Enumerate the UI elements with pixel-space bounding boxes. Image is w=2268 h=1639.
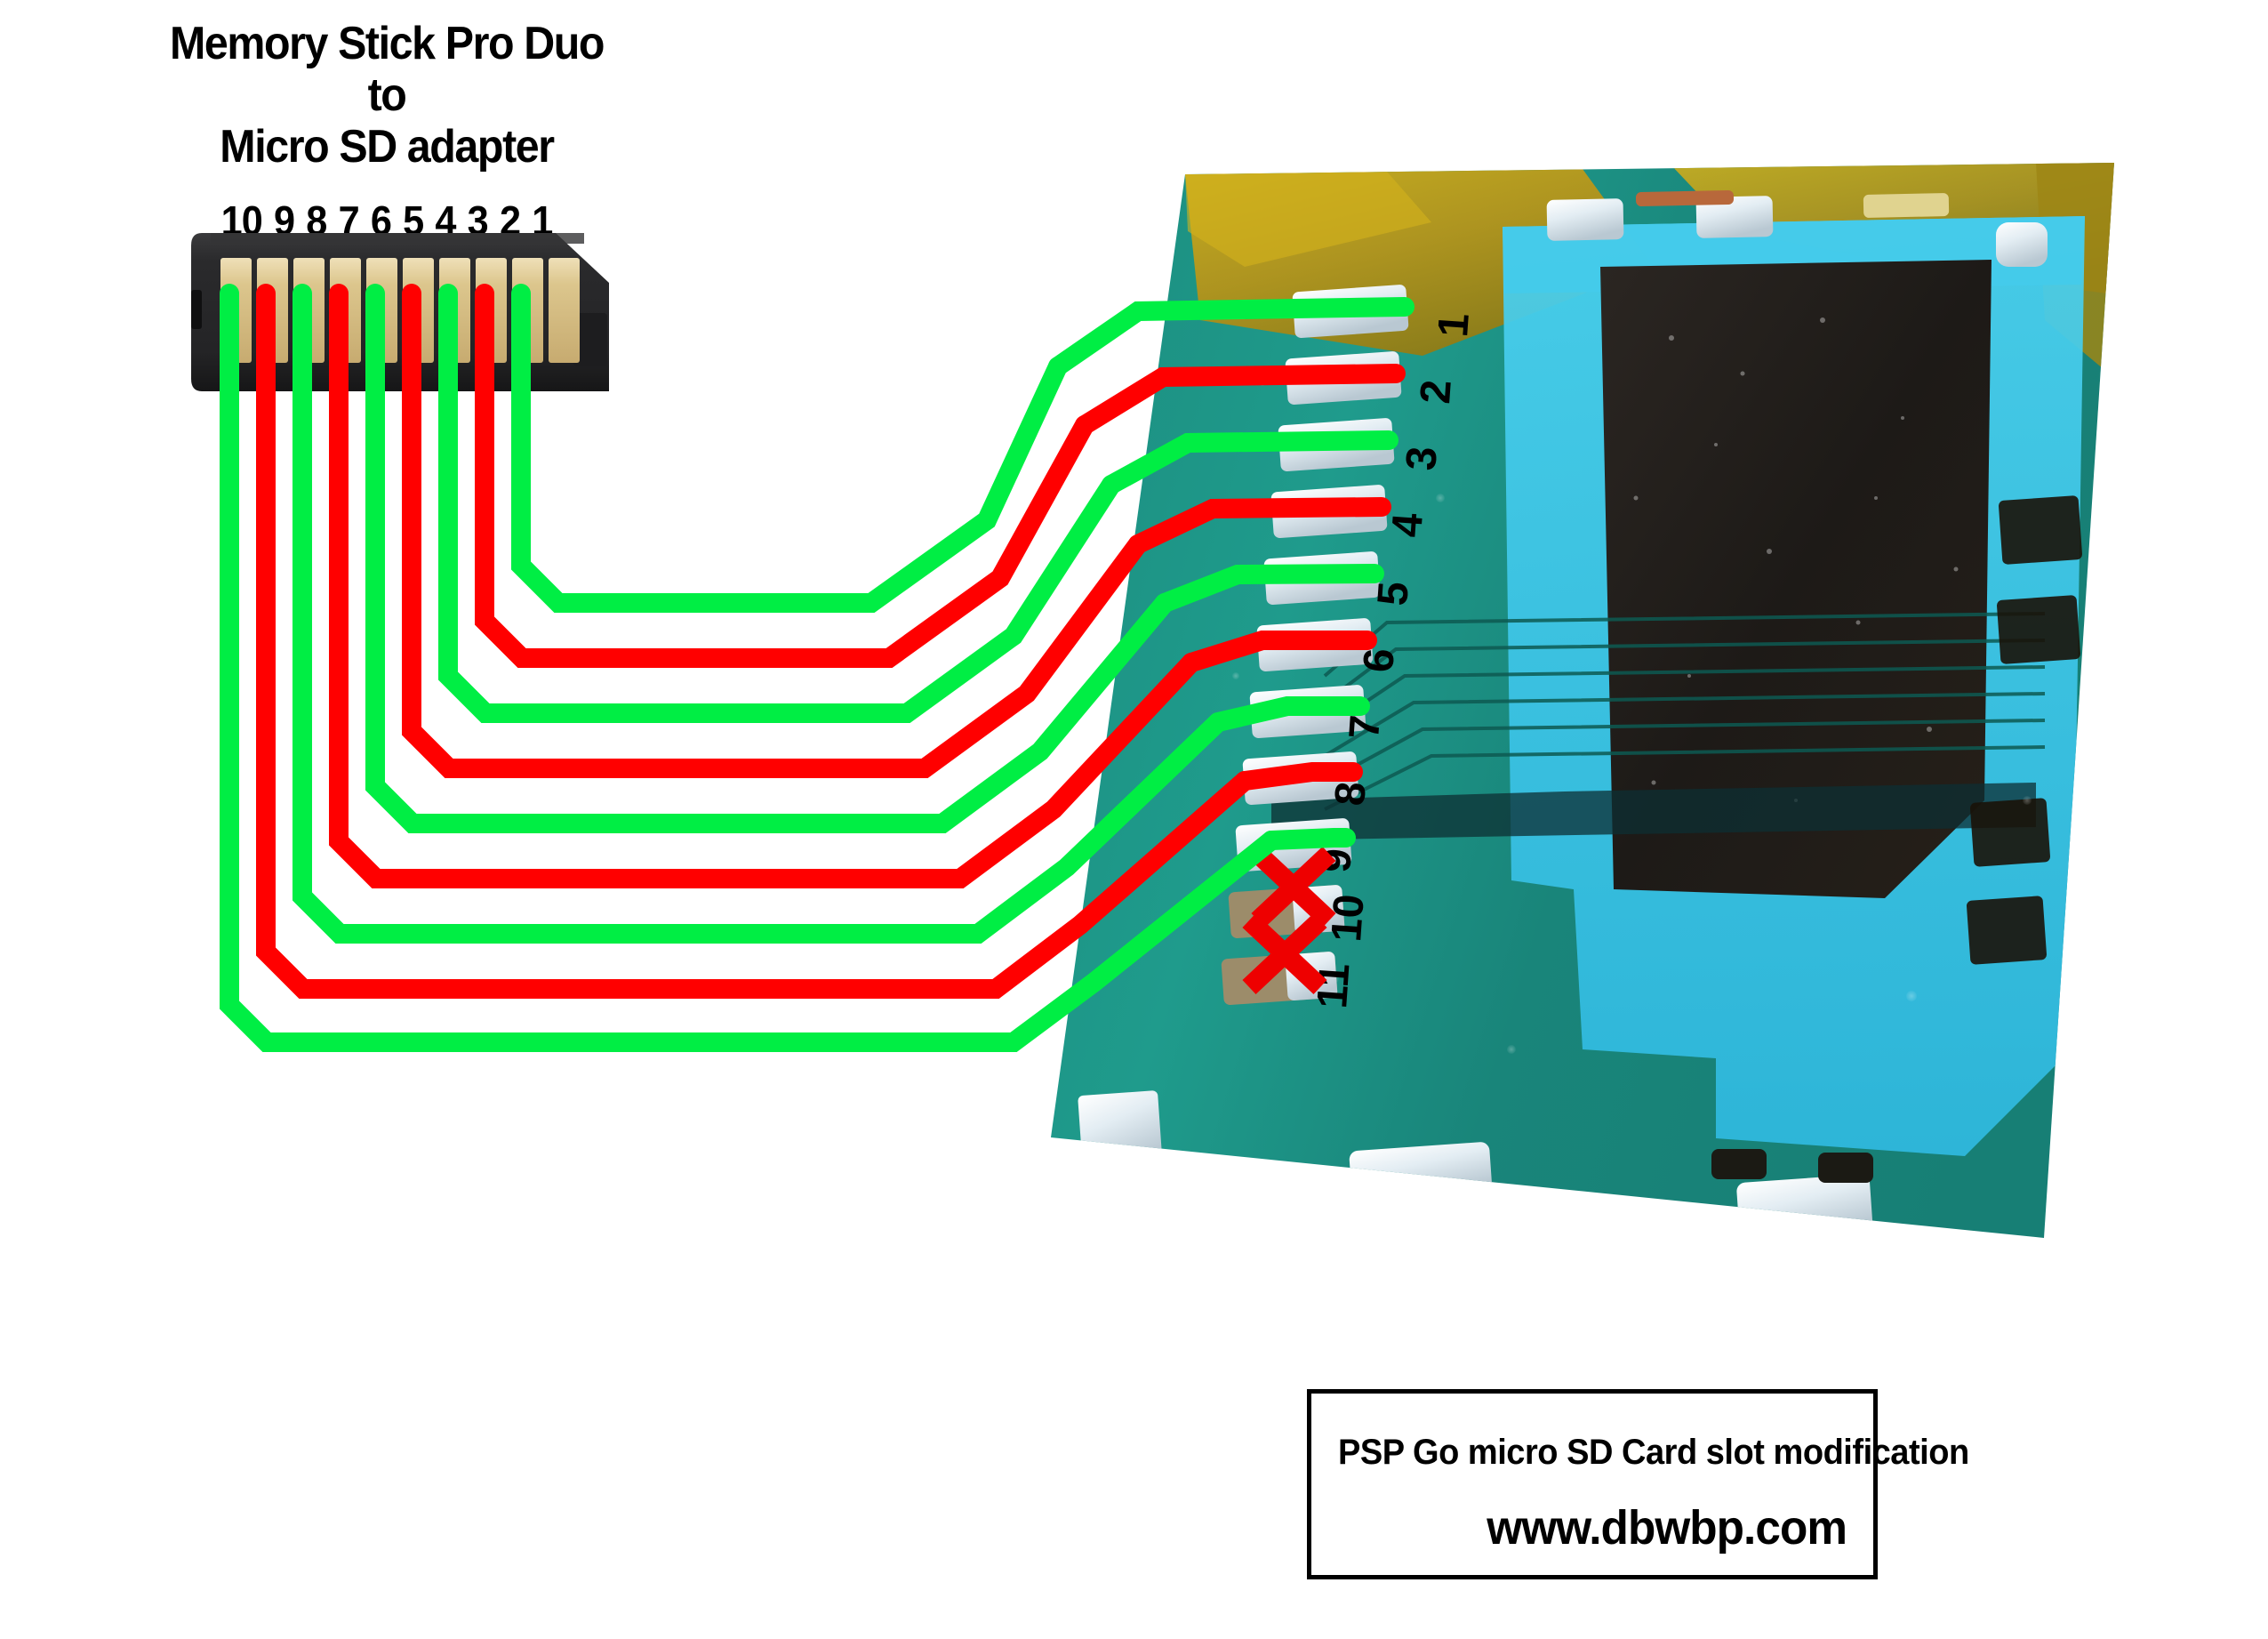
pcb-board — [1051, 163, 2114, 1238]
ic-package — [1600, 260, 1992, 898]
caption-title: PSP Go micro SD Card slot modification — [1338, 1433, 1969, 1472]
pcb-pin-label: 3 — [1398, 445, 1447, 471]
card-body — [191, 233, 609, 391]
title-line-1: Memory Stick Pro Duo to — [169, 18, 605, 122]
caption-box: PSP Go micro SD Card slot modification w… — [1307, 1389, 1969, 1579]
caption-url[interactable]: www.dbwbp.com — [1487, 1501, 1847, 1555]
pcb-pin-label: 2 — [1412, 378, 1461, 405]
pcb-pin-label: 7 — [1341, 713, 1390, 740]
memory-stick-card — [191, 233, 609, 391]
pcb-pin-label: 4 — [1383, 511, 1432, 539]
pcb-pin-label: 6 — [1355, 647, 1404, 673]
pcb-pin-label: 1 — [1430, 311, 1479, 338]
top-solder-pads — [1546, 189, 2048, 267]
pcb-pin-label: 8 — [1326, 780, 1375, 807]
edge-notches — [1966, 495, 2082, 965]
pcb-pin-label: 5 — [1369, 580, 1418, 607]
title-line-2: Micro SD adapter — [220, 121, 555, 173]
card-left-notch — [191, 290, 202, 329]
pcb-traces — [1323, 612, 2046, 811]
